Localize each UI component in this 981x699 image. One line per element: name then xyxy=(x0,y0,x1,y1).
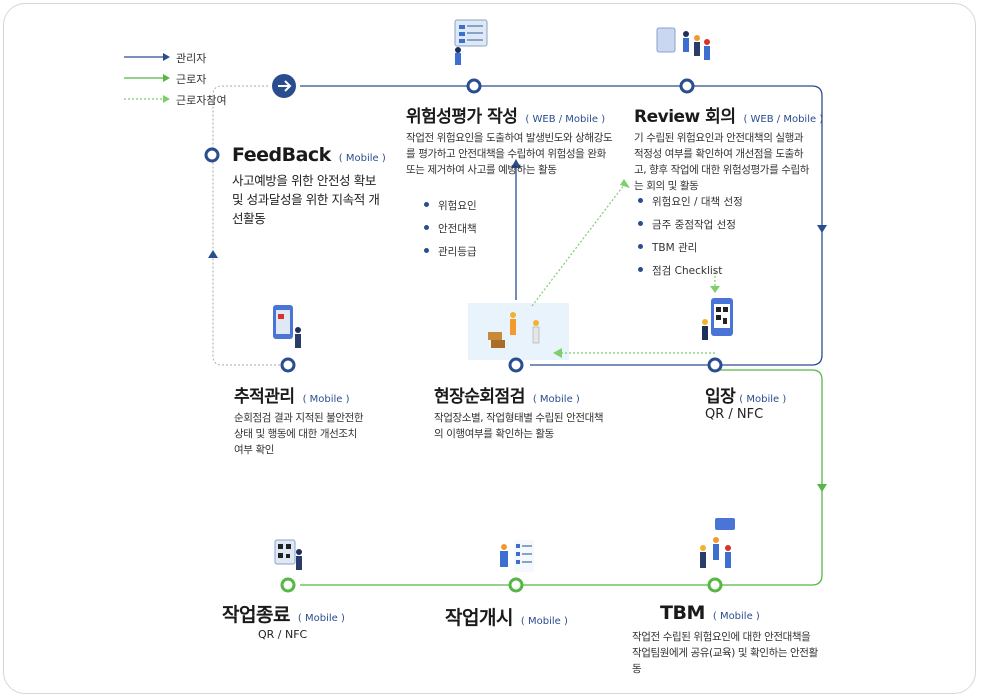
work-start-node-circle xyxy=(508,577,524,593)
feedback-desc: 사고예방을 위한 안전성 확보 및 성과달성을 위한 지속적 개선활동 xyxy=(232,173,380,226)
entry-title: 입장( Mobile ) xyxy=(705,387,787,407)
document-screen-icon xyxy=(454,19,488,65)
feedback-title: FeedBack( Mobile ) xyxy=(232,144,386,166)
risk-bullet-item: 안전대책 xyxy=(424,221,477,236)
review-tag: ( WEB / Mobile ) xyxy=(743,114,824,125)
legend-worker-label: 근로자 xyxy=(176,73,207,86)
work-end-tag: ( Mobile ) xyxy=(297,613,345,624)
tbm-title: TBM( Mobile ) xyxy=(660,602,760,624)
arrow-up-feedback xyxy=(208,250,218,258)
risk-assessment-bullets: 위험요인 안전대책 관리등급 xyxy=(424,198,477,267)
tracking-desc: 순회점검 결과 지적된 불안전한 상태 및 행동에 대한 개선조치 여부 확인 xyxy=(234,412,364,456)
review-desc: 기 수립된 위험요인과 안전대책의 실행과 적정성 여부를 확인하여 개선점을 … xyxy=(634,132,810,192)
feedback-tag: ( Mobile ) xyxy=(338,153,386,164)
review-title: Review 회의( WEB / Mobile ) xyxy=(634,107,824,127)
risk-assessment-desc: 작업전 위험요인을 도출하여 발생빈도와 상해강도를 평가하고 안전대책을 수립… xyxy=(406,132,613,176)
risk-assessment-title: 위험성평가 작성( WEB / Mobile ) xyxy=(406,107,606,127)
work-end-node-circle xyxy=(280,577,296,593)
risk-bullet-item: 위험요인 xyxy=(424,198,477,213)
arrow-participation-entry xyxy=(710,286,720,293)
review-bullets: 위험요인 / 대책 선정 금주 중점작업 선정 TBM 관리 점검 Checkl… xyxy=(638,194,743,286)
arrow-participation-diagonal xyxy=(620,179,630,188)
worker-loop-line xyxy=(300,369,823,586)
patrol-highlight-box xyxy=(468,303,569,360)
review-bullet-item: 위험요인 / 대책 선정 xyxy=(638,194,743,209)
entry-sub: QR / NFC xyxy=(705,407,764,422)
tracking-title: 추적관리( Mobile ) xyxy=(234,387,350,407)
risk-bullet-item: 관리등급 xyxy=(424,244,477,259)
checklist-person-icon xyxy=(500,540,534,572)
phone-check-icon xyxy=(273,305,301,348)
tbm-tag: ( Mobile ) xyxy=(712,611,760,622)
review-bullet-item: TBM 관리 xyxy=(638,240,743,255)
arrow-participation-patrol xyxy=(553,348,562,358)
patrol-title: 현장순회점검( Mobile ) xyxy=(434,387,580,407)
legend-manager-arrow xyxy=(163,53,170,61)
entry-node-circle xyxy=(707,357,723,373)
tbm-desc: 작업전 수립된 위험요인에 대한 안전대책을 작업팀원에게 공유(교육) 및 확… xyxy=(632,631,818,675)
patrol-node-circle xyxy=(508,357,524,373)
feedback-loop-line xyxy=(212,85,288,366)
work-start-title: 작업개시( Mobile ) xyxy=(445,607,568,629)
patrol-workers-icon xyxy=(488,312,540,348)
tbm-node-circle xyxy=(707,577,723,593)
work-end-title: 작업종료( Mobile ) xyxy=(222,604,345,626)
arrow-down-review xyxy=(817,225,827,233)
risk-node-circle xyxy=(466,78,482,94)
meeting-people-icon xyxy=(656,27,710,60)
work-end-sub: QR / NFC xyxy=(258,628,308,641)
entry-tag: ( Mobile ) xyxy=(739,394,787,405)
review-bullet-item: 금주 중점작업 선정 xyxy=(638,217,743,232)
review-bullet-item: 점검 Checklist xyxy=(638,263,743,278)
qr-phone-icon xyxy=(702,298,733,340)
work-start-tag: ( Mobile ) xyxy=(520,616,568,627)
tracking-tag: ( Mobile ) xyxy=(302,394,350,405)
qr-board-icon xyxy=(274,539,302,570)
arrow-up-risk xyxy=(511,159,521,168)
team-briefing-icon xyxy=(700,518,735,568)
patrol-tag: ( Mobile ) xyxy=(532,394,580,405)
risk-assessment-tag: ( WEB / Mobile ) xyxy=(525,114,606,125)
legend-participation-arrow xyxy=(163,95,170,103)
feedback-node-circle xyxy=(204,147,220,163)
legend-worker-arrow xyxy=(163,74,170,82)
tracking-node-circle xyxy=(280,357,296,373)
arrow-down-tbm xyxy=(817,484,827,492)
review-node-circle xyxy=(679,78,695,94)
legend-participation-label: 근로자참여 xyxy=(176,94,227,107)
legend-manager-label: 관리자 xyxy=(176,52,207,65)
participation-diagonal-line xyxy=(531,184,625,307)
patrol-desc: 작업장소별, 작업형태별 수립된 안전대책의 이행여부를 확인하는 활동 xyxy=(434,412,604,440)
